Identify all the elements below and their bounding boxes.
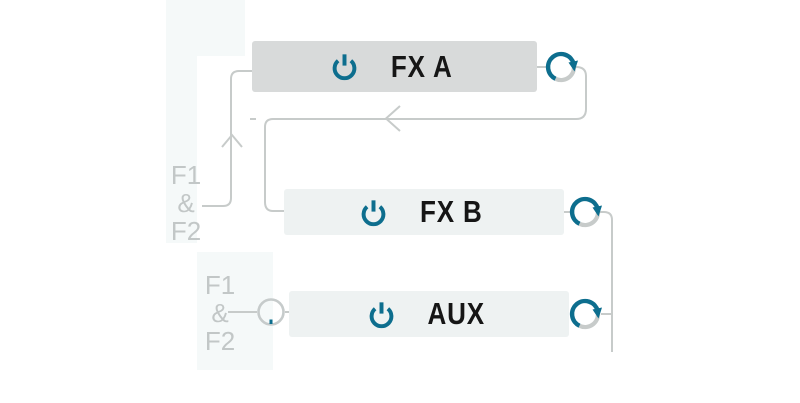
side-label-line: F1 xyxy=(204,270,236,300)
rotary-knob-icon[interactable] xyxy=(568,195,602,229)
block-label: FX B xyxy=(419,194,483,229)
block-aux: AUX xyxy=(289,291,569,337)
wire-f1f2-to-fx-a xyxy=(202,70,252,207)
arrow-up-icon xyxy=(221,133,243,148)
side-label-line: F2 xyxy=(170,216,202,246)
power-icon[interactable] xyxy=(331,51,358,82)
side-label-line: & xyxy=(211,298,229,328)
side-label-line: F1 xyxy=(170,160,202,190)
power-icon[interactable] xyxy=(368,299,395,330)
block-label: AUX xyxy=(427,296,485,331)
arrow-left-icon xyxy=(384,105,401,132)
min-level-knob-icon[interactable] xyxy=(255,296,287,328)
rotary-knob-icon[interactable] xyxy=(568,297,602,331)
block-fx-b: FX B xyxy=(284,189,564,235)
wire-fx-a-return-to-fx-b xyxy=(264,66,587,212)
wire-fx-b-return-down xyxy=(600,211,613,352)
side-label-f1-f2: F1 & F2 xyxy=(168,161,204,245)
background-panel xyxy=(166,0,197,243)
side-label-line: F2 xyxy=(204,326,236,356)
side-label-line: & xyxy=(177,188,195,218)
rotary-knob-icon[interactable] xyxy=(544,50,578,84)
block-label: FX A xyxy=(390,48,453,84)
side-label-f1-f2: F1 & F2 xyxy=(202,271,238,355)
power-icon[interactable] xyxy=(360,197,387,228)
block-fx-a: FX A xyxy=(252,41,537,92)
